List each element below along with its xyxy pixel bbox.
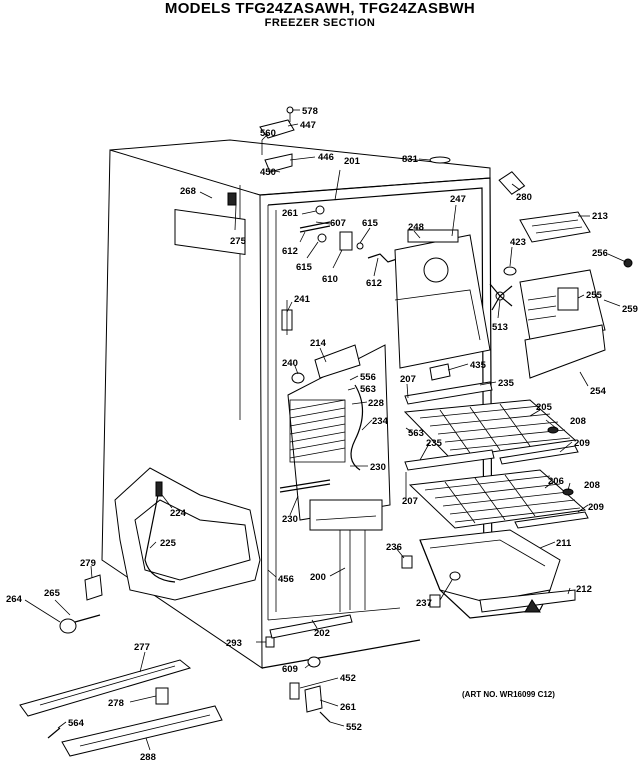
callout-609: 609 bbox=[282, 664, 298, 675]
evaporator-assembly bbox=[279, 344, 391, 531]
callout-205: 205 bbox=[536, 402, 553, 413]
callout-214: 214 bbox=[310, 338, 327, 349]
callout-615: 615 bbox=[296, 262, 313, 273]
callout-264: 264 bbox=[6, 594, 23, 605]
callout-265: 265 bbox=[44, 588, 61, 599]
callout-279: 279 bbox=[80, 558, 96, 569]
callout-208: 208 bbox=[570, 416, 586, 427]
diagram-title: MODELS TFG24ZASAWH, TFG24ZASBWH bbox=[164, 0, 476, 17]
callout-230: 230 bbox=[370, 462, 386, 473]
ice-tray bbox=[498, 171, 591, 243]
callout-610: 610 bbox=[322, 274, 338, 285]
callout-563: 563 bbox=[360, 384, 376, 395]
callout-277: 277 bbox=[134, 642, 150, 653]
callout-556: 556 bbox=[360, 372, 376, 383]
callout-513: 513 bbox=[492, 322, 508, 333]
callout-240: 240 bbox=[282, 358, 298, 369]
callout-236: 236 bbox=[386, 542, 402, 553]
callout-200: 200 bbox=[310, 572, 326, 583]
door-panel bbox=[114, 467, 261, 601]
freezer-basket bbox=[401, 529, 576, 619]
callout-213: 213 bbox=[592, 211, 608, 222]
callout-446: 446 bbox=[318, 152, 334, 163]
callout-293: 293 bbox=[226, 638, 242, 649]
callout-211: 211 bbox=[556, 538, 572, 549]
top-hinge-parts bbox=[259, 106, 295, 173]
callout-564: 564 bbox=[68, 718, 85, 729]
callout-259: 259 bbox=[622, 304, 638, 315]
callout-578: 578 bbox=[302, 106, 318, 117]
callout-450: 450 bbox=[260, 167, 276, 178]
callout-435: 435 bbox=[470, 360, 487, 371]
callout-447: 447 bbox=[300, 120, 316, 131]
callout-237: 237 bbox=[416, 598, 432, 609]
leader-lines bbox=[24, 109, 627, 751]
callout-235: 235 bbox=[498, 378, 515, 389]
callout-209: 209 bbox=[574, 438, 590, 449]
callout-228: 228 bbox=[368, 398, 384, 409]
callout-225: 225 bbox=[160, 538, 177, 549]
callout-831: 831 bbox=[402, 154, 419, 165]
callout-452: 452 bbox=[340, 673, 356, 684]
callout-209: 209 bbox=[588, 502, 604, 513]
callout-234: 234 bbox=[372, 416, 389, 427]
callout-212: 212 bbox=[576, 584, 592, 595]
art-number: (ART NO. WR16099 C12) bbox=[462, 690, 555, 699]
lower-shelf bbox=[404, 449, 589, 529]
callout-261: 261 bbox=[340, 702, 357, 713]
callout-201: 201 bbox=[344, 156, 361, 167]
callout-275: 275 bbox=[230, 236, 247, 247]
callout-254: 254 bbox=[590, 386, 607, 397]
callout-278: 278 bbox=[108, 698, 124, 709]
control-parts bbox=[281, 205, 401, 384]
diagram-subtitle: FREEZER SECTION bbox=[264, 17, 376, 29]
callout-230: 230 bbox=[282, 514, 298, 525]
fan-blade bbox=[489, 283, 513, 311]
callout-202: 202 bbox=[314, 628, 330, 639]
callout-552: 552 bbox=[346, 722, 362, 733]
callout-235: 235 bbox=[426, 438, 443, 449]
callout-labels: 578 447 560 446 450 201 831 268 261 607 … bbox=[6, 106, 638, 763]
callout-261: 261 bbox=[282, 208, 299, 219]
callout-423: 423 bbox=[510, 237, 526, 248]
callout-280: 280 bbox=[516, 192, 532, 203]
callout-268: 268 bbox=[180, 186, 196, 197]
callout-208: 208 bbox=[584, 480, 600, 491]
callout-247: 247 bbox=[450, 194, 466, 205]
callout-615: 615 bbox=[362, 218, 379, 229]
callout-255: 255 bbox=[586, 290, 603, 301]
callout-224: 224 bbox=[170, 508, 187, 519]
callout-256: 256 bbox=[592, 248, 608, 259]
callout-560: 560 bbox=[260, 128, 276, 139]
callout-206: 206 bbox=[548, 476, 564, 487]
callout-607: 607 bbox=[330, 218, 346, 229]
callout-612: 612 bbox=[366, 278, 382, 289]
callout-207: 207 bbox=[402, 496, 418, 507]
callout-612: 612 bbox=[282, 246, 298, 257]
callout-288: 288 bbox=[140, 752, 156, 763]
callout-248: 248 bbox=[408, 222, 424, 233]
callout-456: 456 bbox=[278, 574, 294, 585]
callout-563: 563 bbox=[408, 428, 424, 439]
fan-shroud bbox=[394, 229, 517, 381]
bottom-parts bbox=[19, 574, 441, 757]
callout-241: 241 bbox=[294, 294, 311, 305]
ice-maker bbox=[519, 258, 633, 379]
callout-207: 207 bbox=[400, 374, 416, 385]
